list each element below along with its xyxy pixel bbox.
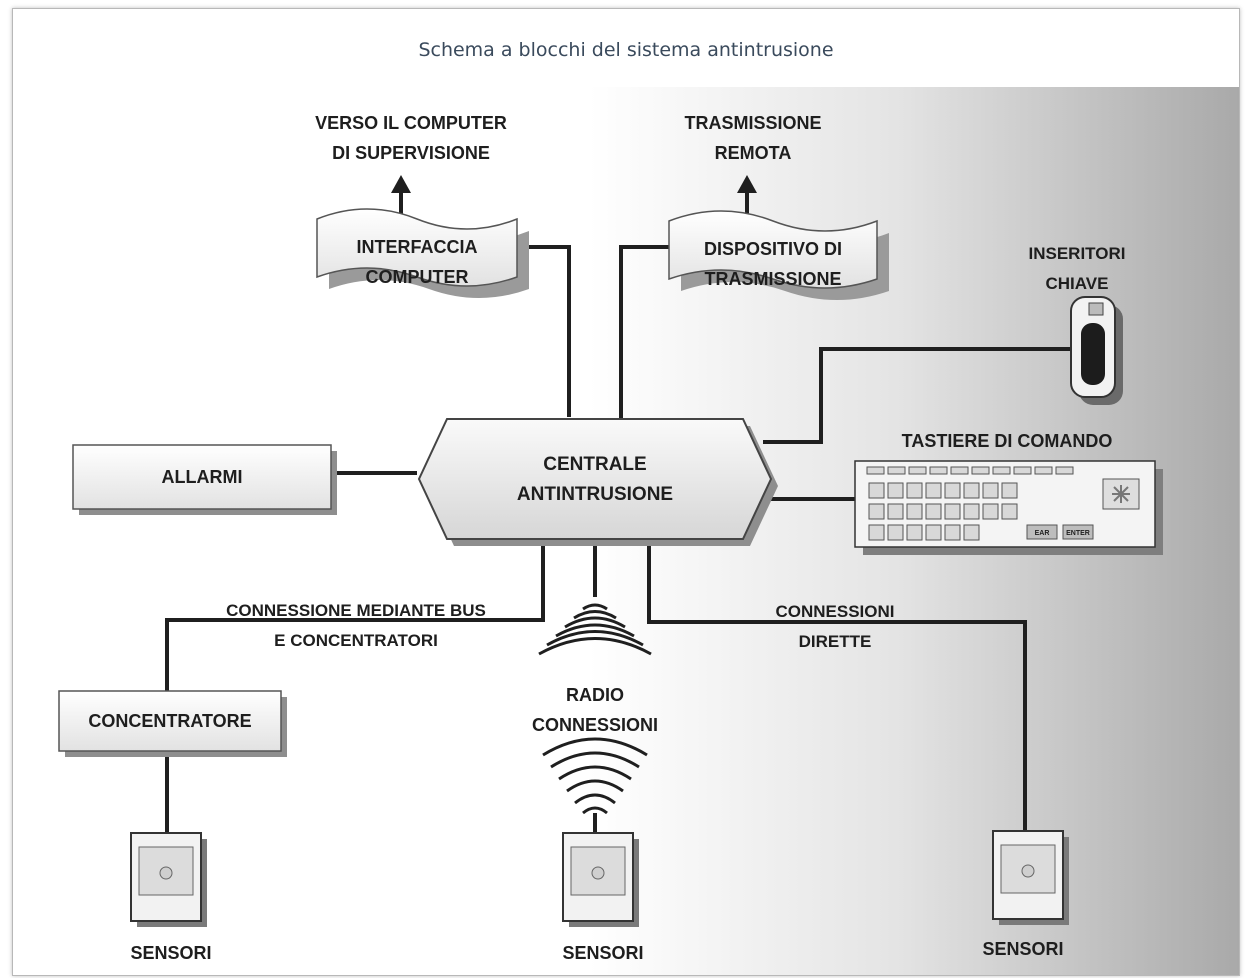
figure-caption: Schema a blocchi del sistema antintrusio… — [418, 39, 834, 61]
sensor-label-right: SENSORI — [982, 939, 1063, 959]
keypad-key — [1055, 466, 1074, 475]
direct-label-2: DIRETTE — [799, 632, 872, 651]
keypad-key — [868, 503, 885, 520]
computer-interface-block: INTERFACCIA COMPUTER — [316, 208, 529, 298]
computer-interface-label-1: INTERFACCIA — [357, 237, 478, 257]
key-inserter-label-2: CHIAVE — [1046, 274, 1109, 293]
central-unit-block: CENTRALE ANTINTRUSIONE — [417, 418, 778, 546]
keypad-keys-top — [866, 466, 1074, 475]
keypad-key — [950, 466, 969, 475]
keypad-key — [887, 482, 904, 499]
line-direct — [647, 535, 1027, 831]
central-label-2: ANTINTRUSIONE — [517, 484, 673, 505]
sensor-icon-center — [562, 832, 639, 927]
sensor-icon-left — [130, 832, 207, 927]
keypad-key — [963, 482, 980, 499]
line-transmitter — [619, 245, 673, 419]
alarms-label: ALLARMI — [162, 467, 243, 487]
arrow-up-icon — [391, 175, 411, 193]
direct-label-1: CONNESSIONI — [775, 602, 894, 621]
radio-waves-bottom-icon — [542, 737, 648, 815]
bus-label-2: E CONCENTRATORI — [274, 631, 438, 650]
caption-bar: Schema a blocchi del sistema antintrusio… — [13, 9, 1239, 88]
keypad-key-b: ENTER — [1066, 530, 1090, 537]
keypad-key — [982, 503, 999, 520]
keypad-key — [944, 524, 961, 541]
concentrator-block: CONCENTRATORE — [58, 690, 287, 757]
remote-label-1: TRASMISSIONE — [684, 113, 821, 133]
supervision-label-2: DI SUPERVISIONE — [332, 143, 490, 163]
supervision-label-1: VERSO IL COMPUTER — [315, 113, 507, 133]
keypad-key — [992, 466, 1011, 475]
connection-lines — [165, 191, 1071, 835]
keypad-key — [1013, 466, 1032, 475]
keypad-key — [925, 482, 942, 499]
transmitter-block: DISPOSITIVO DI TRASMISSIONE — [668, 210, 889, 300]
line-computer-interface — [513, 245, 571, 417]
keypad-key — [887, 524, 904, 541]
keypad-key — [1001, 503, 1018, 520]
keypad-keys-grid — [868, 482, 1018, 541]
keypad-key — [982, 482, 999, 499]
keypad-key-a: EAR — [1035, 530, 1050, 537]
alarms-block: ALLARMI — [72, 444, 337, 515]
keypad-key — [866, 466, 885, 475]
keypad-key — [887, 503, 904, 520]
radio-label-1: RADIO — [566, 685, 624, 705]
keypad-key — [925, 524, 942, 541]
keypad-key — [963, 524, 980, 541]
keypad-key — [944, 503, 961, 520]
central-label-1: CENTRALE — [543, 454, 646, 475]
keypad-key — [963, 503, 980, 520]
sensor-icon-right — [992, 830, 1069, 925]
keypad-label: TASTIERE DI COMANDO — [902, 431, 1113, 451]
remote-label-2: REMOTA — [715, 143, 792, 163]
keypad-key — [906, 482, 923, 499]
keypad-key — [868, 524, 885, 541]
keypad-key — [971, 466, 990, 475]
block-diagram: INTERFACCIA COMPUTER DISPOSITIVO DI TRAS… — [13, 87, 1239, 975]
line-bus — [165, 535, 545, 691]
sensor-label-center: SENSORI — [562, 943, 643, 963]
transmitter-label-1: DISPOSITIVO DI — [704, 239, 842, 259]
keypad-key — [887, 466, 906, 475]
key-inserter-icon — [1070, 296, 1123, 405]
keypad-key — [1034, 466, 1053, 475]
keypad-key — [906, 503, 923, 520]
key-inserter-label-1: INSERITORI — [1029, 244, 1126, 263]
sensor-label-left: SENSORI — [130, 943, 211, 963]
keypad-key — [944, 482, 961, 499]
keypad-key — [868, 482, 885, 499]
keypad-icon: EAR ENTER — [854, 460, 1163, 555]
asterisk-icon — [1112, 485, 1130, 503]
keypad-key — [906, 524, 923, 541]
keypad-key — [925, 503, 942, 520]
radio-label-2: CONNESSIONI — [532, 715, 658, 735]
transmitter-label-2: TRASMISSIONE — [704, 269, 841, 289]
concentrator-label: CONCENTRATORE — [88, 711, 251, 731]
keypad-key — [908, 466, 927, 475]
computer-interface-label-2: COMPUTER — [366, 267, 469, 287]
radio-waves-top-icon — [538, 603, 652, 656]
line-key-inserter — [763, 347, 1071, 444]
bus-label-1: CONNESSIONE MEDIANTE BUS — [226, 601, 486, 620]
arrow-up-icon — [737, 175, 757, 193]
keypad-key — [1001, 482, 1018, 499]
figure-frame: Schema a blocchi del sistema antintrusio… — [12, 8, 1240, 976]
keypad-key — [929, 466, 948, 475]
